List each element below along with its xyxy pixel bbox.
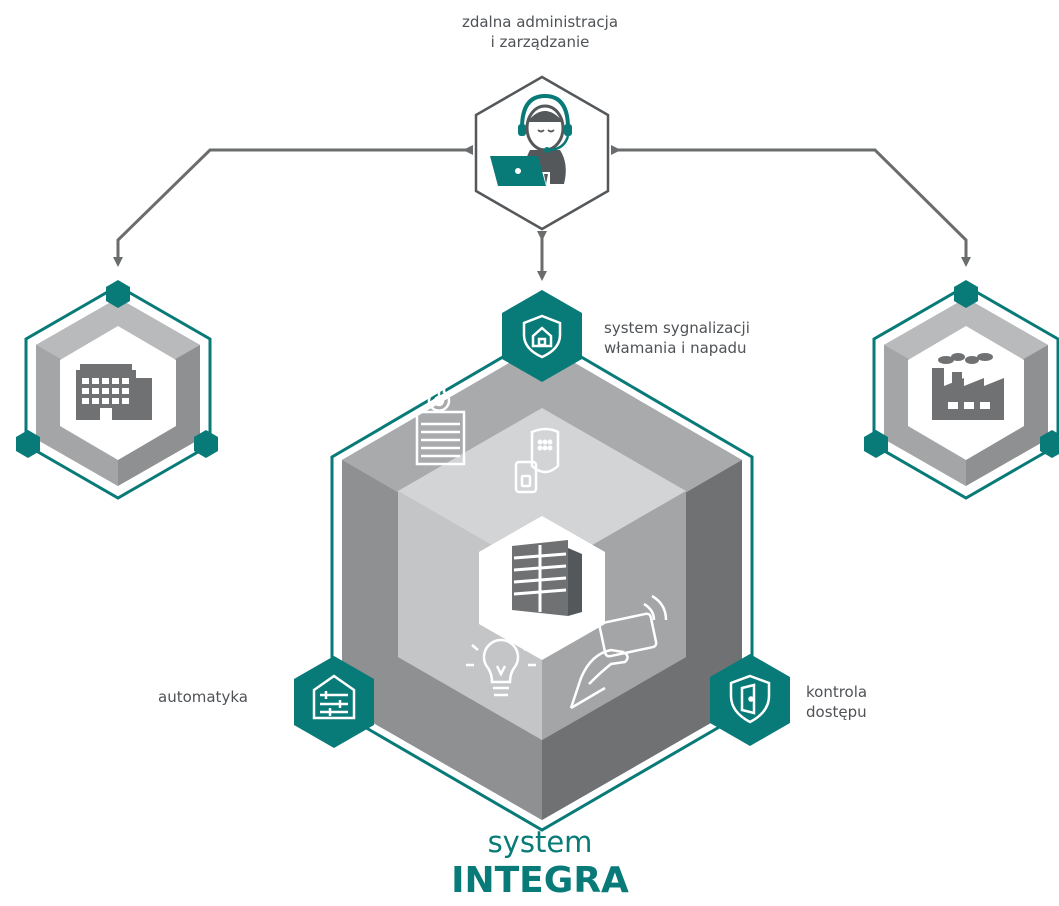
remote-admin-label: zdalna administracja i zarządzanie bbox=[330, 12, 750, 52]
arrow-right bbox=[611, 145, 971, 267]
alarm-system-label-line1: system sygnalizacji bbox=[604, 319, 750, 337]
alarm-system-label-line2: włamania i napadu bbox=[604, 339, 747, 357]
remote-admin-label-line2: i zarządzanie bbox=[490, 33, 590, 51]
light-bulb-icon bbox=[466, 626, 536, 697]
alarm-system-node bbox=[502, 290, 582, 382]
arrow-left bbox=[113, 145, 473, 267]
access-control-label: kontrola dostępu bbox=[806, 682, 867, 722]
office-building-icon bbox=[76, 364, 152, 420]
connectors bbox=[113, 145, 971, 281]
automation-node bbox=[294, 656, 374, 748]
remote-admin-label-line1: zdalna administracja bbox=[461, 13, 619, 31]
title-integra: INTEGRA bbox=[451, 860, 629, 901]
house-sliders-icon bbox=[312, 674, 356, 720]
office-node bbox=[16, 280, 218, 500]
door-shield-icon bbox=[729, 674, 771, 724]
automation-label-text: automatyka bbox=[158, 688, 248, 706]
integra-core bbox=[330, 332, 754, 832]
alarm-keypad-icon bbox=[514, 427, 560, 494]
alarm-system-label: system sygnalizacji włamania i napadu bbox=[604, 318, 750, 358]
remote-admin-node bbox=[474, 75, 610, 231]
roller-shutter-icon bbox=[415, 410, 466, 466]
title-system: system bbox=[487, 825, 593, 859]
access-control-node bbox=[710, 654, 790, 746]
operator-headset-laptop-icon bbox=[490, 93, 572, 186]
factory-node bbox=[864, 280, 1059, 500]
thermometer-icon bbox=[427, 341, 451, 412]
shield-house-icon bbox=[522, 314, 562, 359]
factory-icon bbox=[932, 353, 1004, 420]
access-control-label-line2: dostępu bbox=[806, 703, 867, 721]
access-card-hand-icon bbox=[569, 594, 668, 710]
automation-label: automatyka bbox=[158, 687, 248, 707]
apartment-building-icon bbox=[512, 540, 582, 616]
access-control-label-line1: kontrola bbox=[806, 683, 868, 701]
door-handle-lock-icon bbox=[655, 339, 677, 392]
